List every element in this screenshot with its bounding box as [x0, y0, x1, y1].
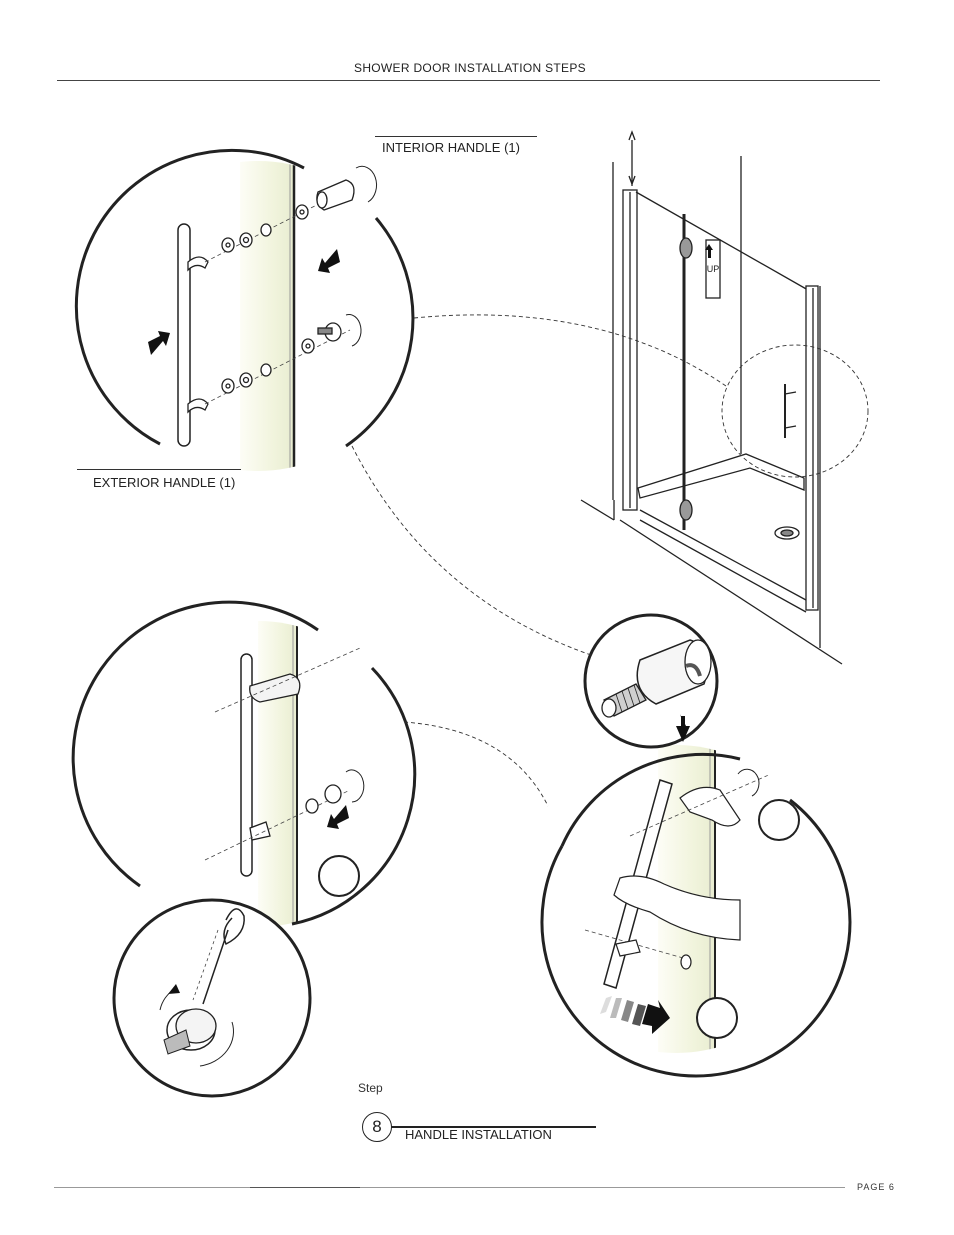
shower-enclosure-overview — [580, 130, 843, 665]
sub-step-marker — [758, 799, 800, 841]
detail-circle-outline — [74, 148, 305, 446]
exterior-handle-bar — [177, 223, 191, 447]
step-number-badge: 8 — [362, 1112, 392, 1142]
footer-divider-accent — [250, 1187, 360, 1188]
set-screw-circle-outline — [112, 898, 312, 1098]
hand-circle-outline — [560, 752, 741, 847]
exterior-handle-label: EXTERIOR HANDLE (1) — [93, 475, 236, 490]
step-rule — [380, 1126, 596, 1128]
page-number: PAGE 6 — [857, 1182, 895, 1192]
interior-handle-label: INTERIOR HANDLE (1) — [382, 140, 520, 155]
header-title: SHOWER DOOR INSTALLATION STEPS — [354, 61, 586, 75]
sub-step-marker — [318, 855, 360, 897]
exploded-handle-detail — [240, 161, 296, 471]
up-sticker-label: UP — [706, 264, 720, 274]
header-divider — [57, 80, 880, 81]
footer-divider — [54, 1187, 845, 1188]
interior-handle-rule — [375, 136, 537, 137]
mounted-circle-outline — [71, 600, 319, 888]
step-title: HANDLE INSTALLATION — [405, 1127, 552, 1142]
exterior-handle-rule — [77, 469, 241, 470]
step-word: Step — [358, 1081, 383, 1095]
sub-step-marker — [696, 997, 738, 1039]
